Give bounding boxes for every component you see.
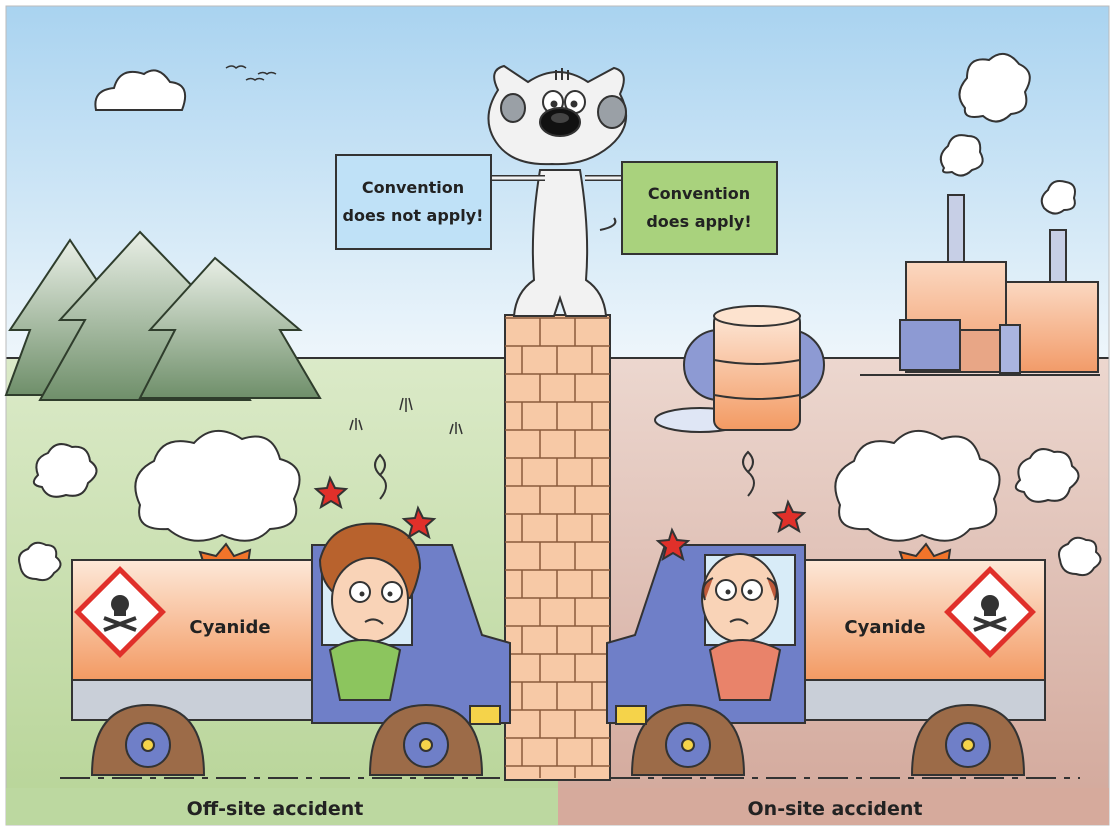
sign-left-line2: does not apply! bbox=[343, 206, 484, 225]
sign-right-line1: Convention bbox=[648, 184, 750, 203]
driver-right bbox=[701, 553, 782, 701]
caption-on-site: On-site accident bbox=[748, 798, 923, 820]
cargo-label-left: Cyanide bbox=[189, 617, 270, 638]
caption-bar-left bbox=[6, 788, 558, 825]
star-icon bbox=[771, 499, 807, 534]
sign-convention-does-not-apply: Convention does not apply! bbox=[335, 154, 492, 250]
grass-tufts bbox=[349, 397, 463, 435]
sign-convention-does-apply: Convention does apply! bbox=[621, 161, 778, 255]
truck-left: Cyanide bbox=[18, 430, 511, 776]
star-icon bbox=[401, 505, 437, 540]
smoke-puffs bbox=[939, 53, 1076, 215]
sign-right-line2: does apply! bbox=[646, 212, 751, 231]
factory bbox=[860, 194, 1100, 376]
caption-bar-right bbox=[558, 788, 1109, 825]
cargo-label-right: Cyanide bbox=[844, 617, 925, 638]
sign-left-line1: Convention bbox=[362, 178, 464, 197]
skull-hazard-icon bbox=[944, 566, 1036, 658]
birds-icon bbox=[225, 65, 277, 81]
cat-figure bbox=[487, 64, 628, 317]
cloud-icon bbox=[94, 69, 186, 111]
caption-off-site: Off-site accident bbox=[187, 798, 364, 820]
barrel bbox=[654, 305, 825, 433]
driver-left bbox=[318, 522, 422, 701]
truck-right: Cyanide bbox=[606, 430, 1102, 776]
star-icon bbox=[655, 527, 691, 562]
skull-hazard-icon bbox=[74, 566, 166, 658]
star-icon bbox=[313, 475, 349, 510]
trees bbox=[4, 230, 322, 401]
brick-wall bbox=[504, 314, 611, 781]
